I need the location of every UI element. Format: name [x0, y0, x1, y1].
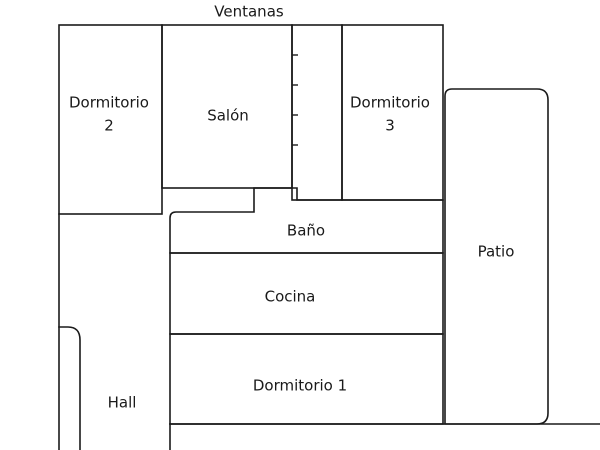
room-dormitorio-3-label-line1: Dormitorio: [350, 94, 430, 112]
room-dormitorio-3-outline: [341, 24, 444, 201]
room-hall-label: Hall: [108, 394, 137, 412]
room-dormitorio-1-label: Dormitorio 1: [253, 377, 347, 395]
room-patio-outline: [444, 88, 549, 425]
room-salon-label: Salón: [207, 107, 249, 125]
windows-label: Ventanas: [214, 3, 284, 21]
corridor-outline: [291, 24, 343, 201]
room-cocina-label: Cocina: [265, 288, 316, 306]
room-bano-outline: [169, 187, 444, 254]
room-dormitorio-3-label-line2: 3: [385, 117, 395, 135]
room-dormitorio-2-label-line1: Dormitorio: [69, 94, 149, 112]
hall-door-curve: [58, 326, 81, 450]
room-dormitorio-2-label-line2: 2: [104, 117, 114, 135]
room-patio-label: Patio: [478, 243, 515, 261]
room-bano-label: Baño: [287, 222, 325, 240]
